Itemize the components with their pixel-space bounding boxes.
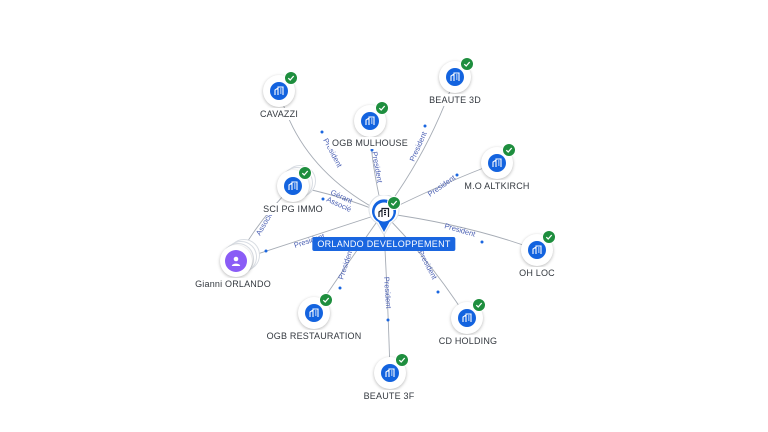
company-node-sci-pg-immo[interactable] [277,165,316,202]
arrow-dot [455,173,459,177]
person-icon [225,250,247,272]
building-icon [528,241,546,259]
company-node-beaute-3f[interactable] [374,353,409,389]
building-icon [378,207,390,217]
building-icon [381,364,399,382]
company-label-beaute-3f[interactable]: BEAUTE 3F [360,390,418,402]
check-icon [387,196,401,210]
arrow-dot [480,240,484,244]
company-label-sci-pg-immo[interactable]: SCI PG IMMO [260,203,326,215]
edge-label-ogb-mulhouse: President [370,151,385,185]
arrow-dot [321,197,325,201]
check-icon [542,230,556,244]
building-icon [446,68,464,86]
arrow-dot [436,290,440,294]
company-label-oh-loc[interactable]: OH LOC [516,267,558,279]
arrow-dot [264,249,268,253]
building-icon [458,309,476,327]
company-node-cavazzi[interactable] [263,71,298,107]
company-label-cavazzi[interactable]: CAVAZZI [256,108,302,120]
center-node-pin[interactable] [368,194,401,237]
edge-label-mo-altkirch: President [426,173,458,199]
company-label-ogb-mulhouse[interactable]: OGB MULHOUSE [329,137,411,149]
edge-label-beaute-3f: President [382,277,393,310]
company-label-beaute-3d[interactable]: BEAUTE 3D [426,94,484,106]
arrow-dot [386,318,390,322]
check-icon [284,71,298,85]
check-icon [319,293,333,307]
company-node-cd-holding[interactable] [451,298,486,334]
company-node-mo-altkirch[interactable] [481,143,516,179]
building-icon [284,177,302,195]
building-icon [361,112,379,130]
person-node-gianni-orlando[interactable] [220,239,260,277]
company-label-cd-holding[interactable]: CD HOLDING [435,335,501,347]
person-label-gianni-orlando[interactable]: Gianni ORLANDO [192,278,274,290]
check-icon [395,353,409,367]
arrow-dot [370,148,374,152]
check-icon [502,143,516,157]
arrow-dot [423,124,427,128]
edge-label-cd-holding: President [416,249,439,282]
building-icon [305,304,323,322]
check-icon [472,298,486,312]
company-node-ogb-restauration[interactable] [298,293,333,329]
building-icon [270,82,288,100]
check-icon [298,166,312,180]
company-label-ogb-restauration[interactable]: OGB RESTAURATION [263,330,365,342]
check-icon [375,101,389,115]
company-label-mo-altkirch[interactable]: M.O ALTKIRCH [461,180,533,192]
arrow-dot [338,286,342,290]
edge-label-ogb-restauration: President [336,247,355,281]
arrow-dot [320,130,324,134]
center-node-label[interactable]: ORLANDO DEVELOPPEMENT [312,237,456,251]
company-node-beaute-3d[interactable] [439,57,474,93]
building-icon [488,154,506,172]
company-node-oh-loc[interactable] [521,230,556,266]
company-node-ogb-mulhouse[interactable] [354,101,389,137]
check-icon [460,57,474,71]
